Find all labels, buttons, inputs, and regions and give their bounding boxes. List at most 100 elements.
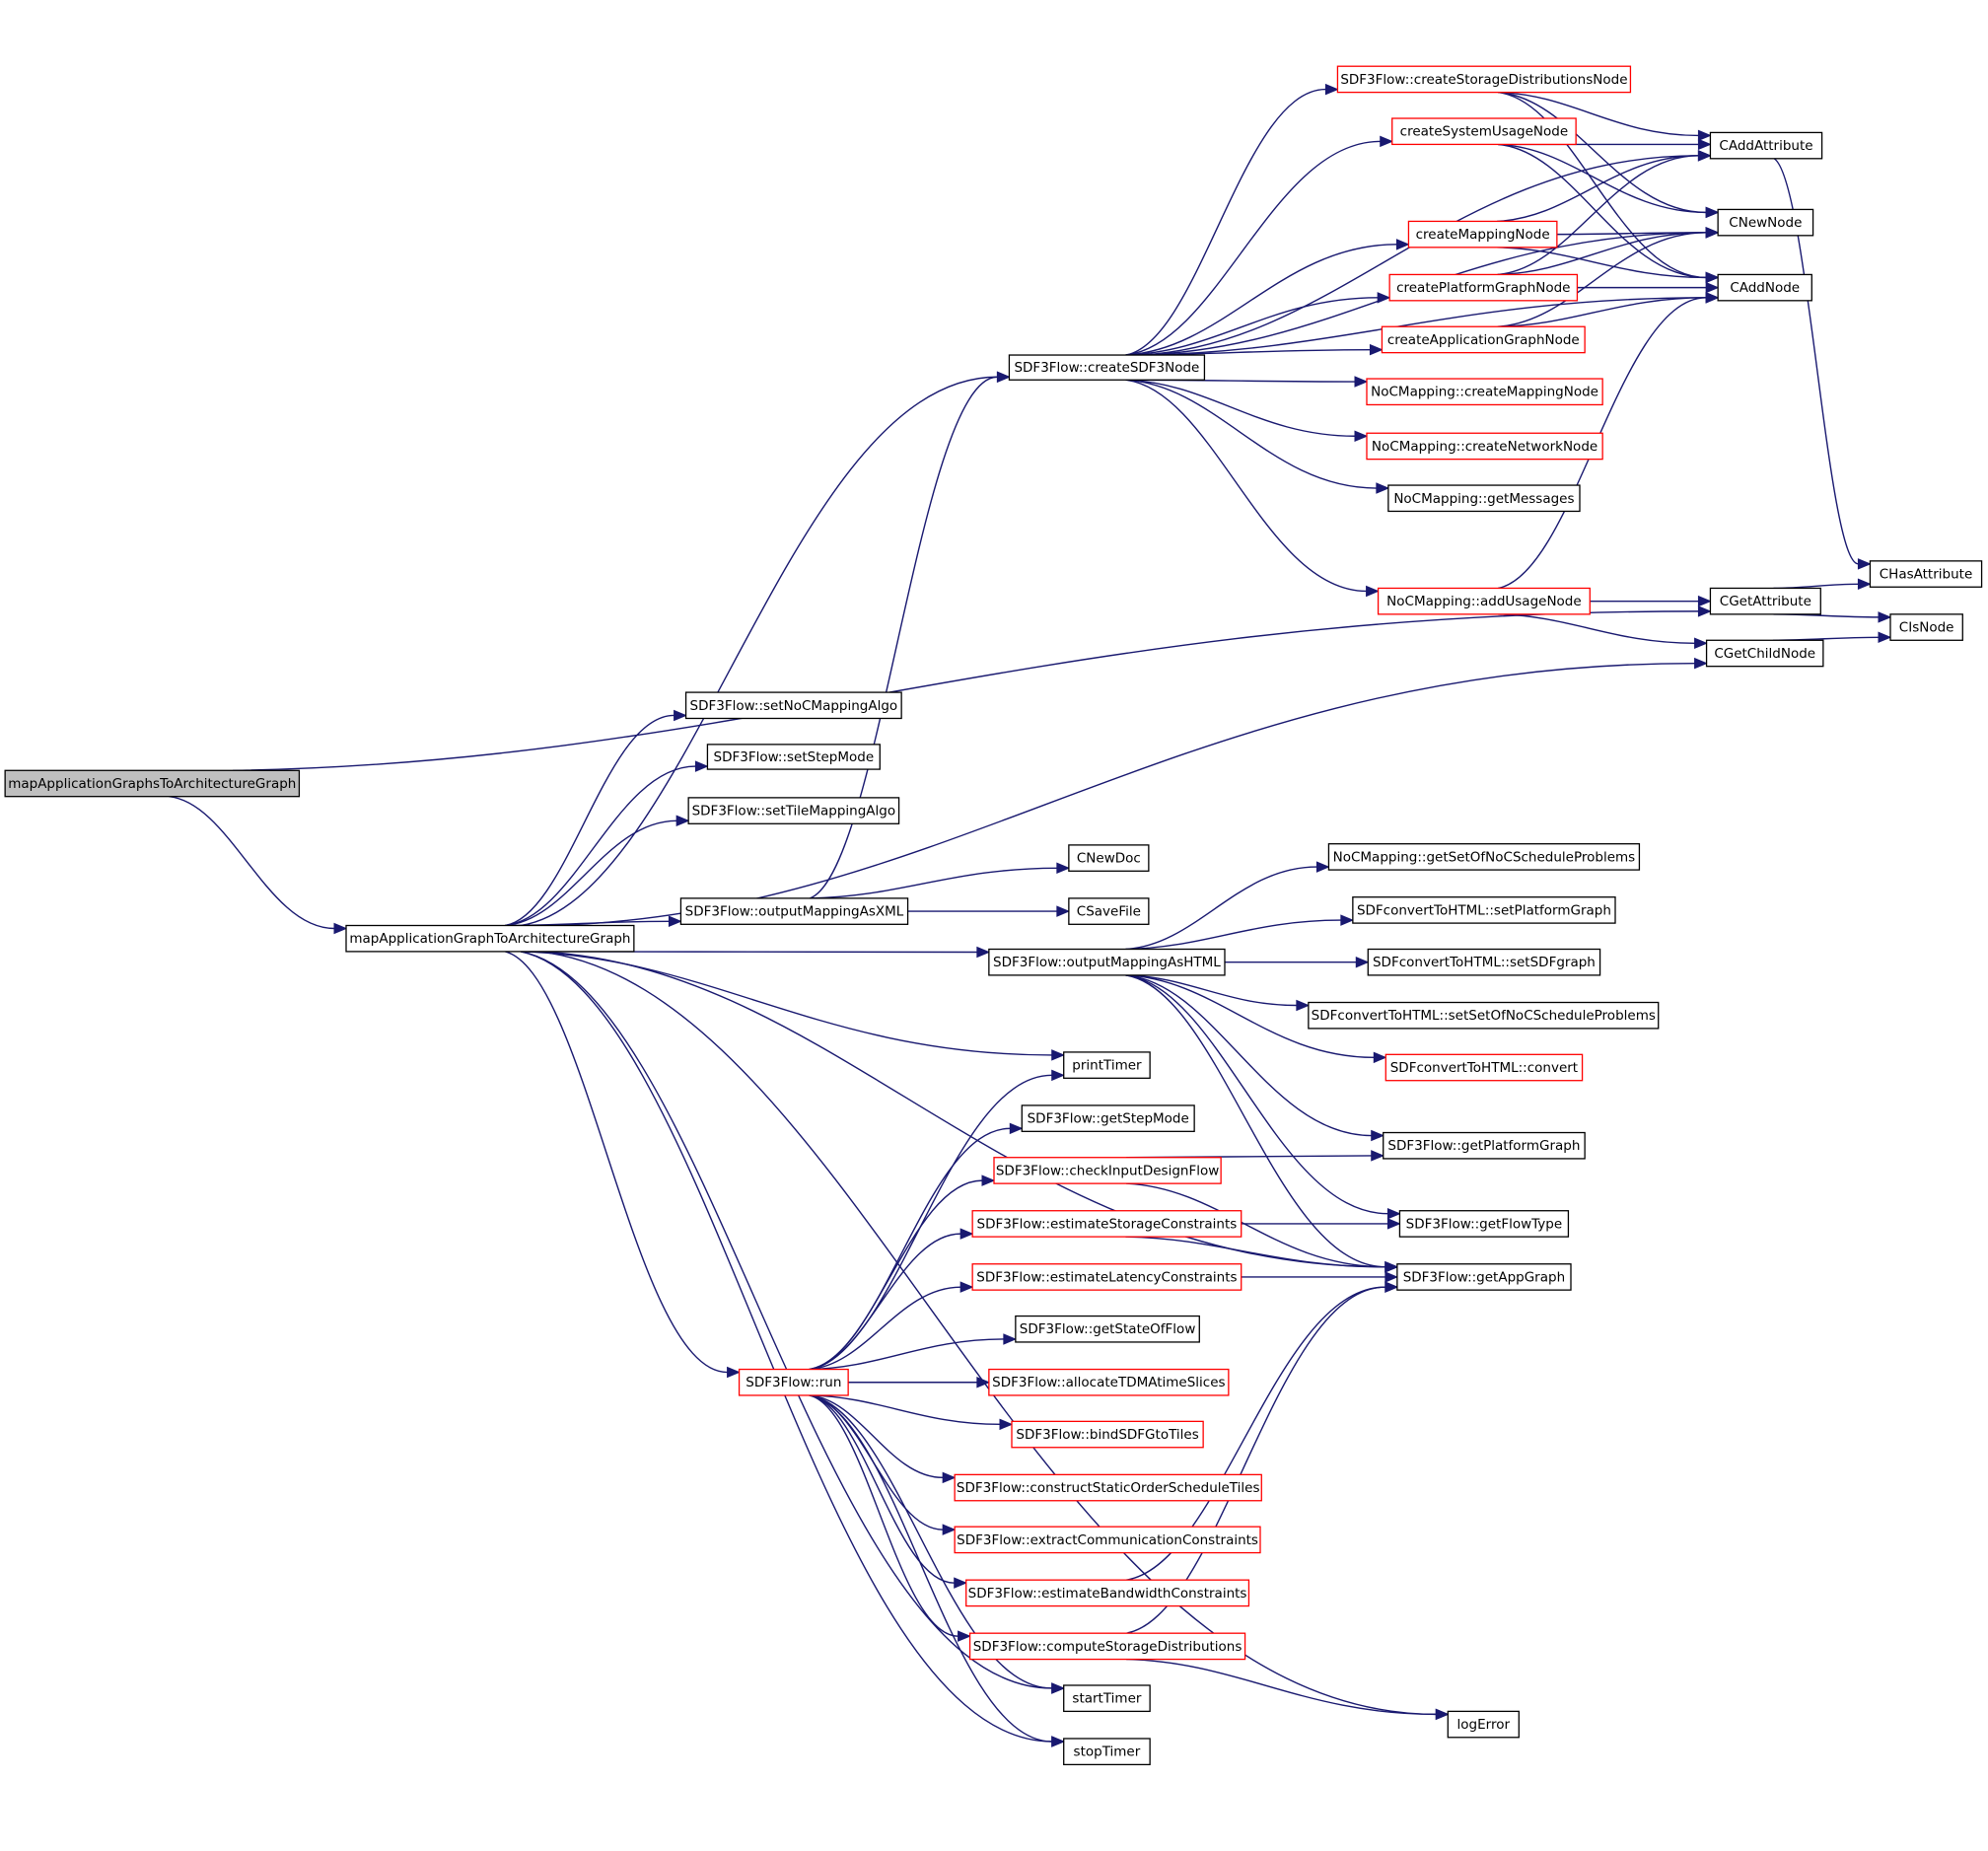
node-cadd-attribute[interactable]: CAddAttribute [1709,131,1823,160]
node-box [4,769,301,798]
arrowhead-icon [1315,861,1330,873]
node-noc-get-set-of[interactable]: NoCMapping::getSetOfNoCScheduleProblems [1327,843,1641,871]
node-label: SDFconvertToHTML::setSDFgraph [1373,955,1596,970]
node-stop-timer[interactable]: stopTimer [1063,1738,1151,1766]
node-bind-sdfg[interactable]: SDF3Flow::bindSDFGtoTiles [1011,1420,1204,1449]
node-html-set-sdf[interactable]: SDFconvertToHTML::setSDFgraph [1367,948,1601,976]
node-noc-create-mapping[interactable]: NoCMapping::createMappingNode [1366,378,1603,406]
node-box [1396,1263,1572,1291]
node-label: CIsNode [1899,620,1954,636]
node-box [971,1210,1242,1238]
node-get-flow-type[interactable]: SDF3Flow::getFlowType [1398,1210,1570,1238]
node-create-app[interactable]: createApplicationGraphNode [1381,325,1586,354]
node-csave-file[interactable]: CSaveFile [1068,897,1150,925]
edge-line [809,1394,944,1479]
edge-line [521,951,1052,1743]
edge-line [521,376,998,927]
node-get-platform-graph[interactable]: SDF3Flow::getPlatformGraph [1383,1131,1586,1160]
edge-line [809,1233,961,1371]
node-est-bandwidth[interactable]: SDF3Flow::estimateBandwidthConstraints [965,1579,1250,1607]
node-html-convert[interactable]: SDFconvertToHTML::convert [1384,1053,1584,1082]
node-cnew-doc[interactable]: CNewDoc [1068,844,1150,872]
node-set-tile-algo[interactable]: SDF3Flow::setTileMappingAlgo [687,797,900,824]
node-label: SDF3Flow::setNoCMappingAlgo [690,698,898,714]
node-label: SDF3Flow::createSDF3Node [1014,360,1199,376]
node-get-step-mode[interactable]: SDF3Flow::getStepMode [1021,1104,1195,1132]
arrowhead-icon [942,1524,957,1535]
node-run[interactable]: SDF3Flow::run [738,1368,849,1396]
node-root[interactable]: mapApplicationGraphsToArchitectureGraph [4,769,301,798]
node-get-app-graph[interactable]: SDF3Flow::getAppGraph [1396,1263,1572,1291]
edge-line [1125,379,1356,437]
node-alloc-tdma[interactable]: SDF3Flow::allocateTDMAtimeSlices [988,1368,1230,1396]
edge-line [521,951,1052,1689]
node-create-sys-usage[interactable]: createSystemUsageNode [1391,117,1577,146]
arrowhead-icon [1857,558,1872,570]
node-label: SDF3Flow::bindSDFGtoTiles [1016,1427,1198,1443]
arrowhead-icon [1705,227,1720,239]
edge-line [1498,143,1707,279]
arrowhead-icon [1366,585,1380,598]
node-chas-attribute[interactable]: CHasAttribute [1869,560,1983,588]
node-create-storage[interactable]: SDF3Flow::createStorageDistributionsNode [1336,65,1632,94]
node-box [1352,896,1616,924]
node-create-mapping[interactable]: createMappingNode [1407,220,1558,249]
node-label: logError [1457,1717,1511,1733]
node-box [965,1579,1250,1607]
node-extract-comm[interactable]: SDF3Flow::extractCommunicationConstraint… [954,1526,1261,1554]
node-map-ag[interactable]: mapApplicationGraphToArchitectureGraph [345,924,635,953]
edge-computeStorage-to-logError [1126,1658,1450,1721]
node-out-html[interactable]: SDF3Flow::outputMappingAsHTML [988,948,1226,976]
arrowhead-icon [1705,281,1720,294]
node-set-no-calgo[interactable]: SDF3Flow::setNoCMappingAlgo [684,691,902,720]
edge-createSDF3-to-nocCreateNetwork [1125,379,1369,442]
node-label: mapApplicationGraphToArchitectureGraph [349,931,630,947]
arrowhead-icon [674,709,687,722]
node-label: NoCMapping::getSetOfNoCScheduleProblems [1333,849,1636,865]
arrowhead-icon [1380,135,1394,148]
node-create-platform[interactable]: createPlatformGraphNode [1388,273,1579,302]
node-compute-storage[interactable]: SDF3Flow::computeStorageDistributions [968,1632,1246,1661]
node-noc-create-network[interactable]: NoCMapping::createNetworkNode [1366,432,1603,461]
node-cis-node[interactable]: CIsNode [1889,613,1963,641]
node-get-state-of-flow[interactable]: SDF3Flow::getStateOfFlow [1015,1315,1200,1343]
node-construct-so[interactable]: SDF3Flow::constructStaticOrderScheduleTi… [954,1473,1262,1502]
edge-line [169,795,335,930]
node-box [1381,325,1586,354]
node-label: SDF3Flow::allocateTDMAtimeSlices [992,1375,1225,1390]
node-cget-child-node[interactable]: CGetChildNode [1705,639,1824,668]
node-label: SDF3Flow::setStepMode [714,749,875,765]
node-set-step-mode[interactable]: SDF3Flow::setStepMode [706,744,881,770]
arrowhead-icon [1384,1281,1399,1293]
node-cnew-node[interactable]: CNewNode [1717,208,1814,237]
edge-root-to-mapAG [169,795,348,935]
node-label: SDF3Flow::getAppGraph [1403,1269,1565,1285]
node-create-sdf3[interactable]: SDF3Flow::createSDF3Node [1008,354,1206,381]
node-log-error[interactable]: logError [1447,1710,1520,1739]
edge-line [1125,88,1326,356]
edge-run-to-stopTimer [809,1394,1066,1747]
arrowhead-icon [694,760,709,772]
edge-line [1497,297,1707,327]
arrowhead-icon [1697,138,1712,151]
node-cadd-node[interactable]: CAddNode [1717,273,1812,302]
node-print-timer[interactable]: printTimer [1063,1051,1151,1079]
node-html-set-set-of[interactable]: SDFconvertToHTML::setSetOfNoCSchedulePro… [1308,1001,1660,1030]
node-label: CAddAttribute [1719,138,1812,154]
node-est-storage[interactable]: SDF3Flow::estimateStorageConstraints [971,1210,1242,1238]
node-start-timer[interactable]: startTimer [1063,1684,1151,1713]
edge-line [1125,974,1388,1215]
node-layer: mapApplicationGraphsToArchitectureGraph m… [4,65,1983,1766]
node-box [954,1526,1261,1554]
node-html-set-platform[interactable]: SDFconvertToHTML::setPlatformGraph [1352,896,1616,924]
node-check-input[interactable]: SDF3Flow::checkInputDesignFlow [993,1157,1222,1184]
edge-line [1497,155,1699,276]
node-cget-attribute[interactable]: CGetAttribute [1709,587,1821,615]
node-est-latency[interactable]: SDF3Flow::estimateLatencyConstraints [971,1263,1242,1291]
node-out-xml[interactable]: SDF3Flow::outputMappingAsXML [679,897,909,925]
arrowhead-icon [1371,1129,1385,1142]
arrowhead-icon [1051,1049,1066,1061]
node-noc-add-usage[interactable]: NoCMapping::addUsageNode [1377,587,1591,615]
edge-line [809,1394,958,1637]
node-noc-get-messages[interactable]: NoCMapping::getMessages [1387,484,1581,513]
